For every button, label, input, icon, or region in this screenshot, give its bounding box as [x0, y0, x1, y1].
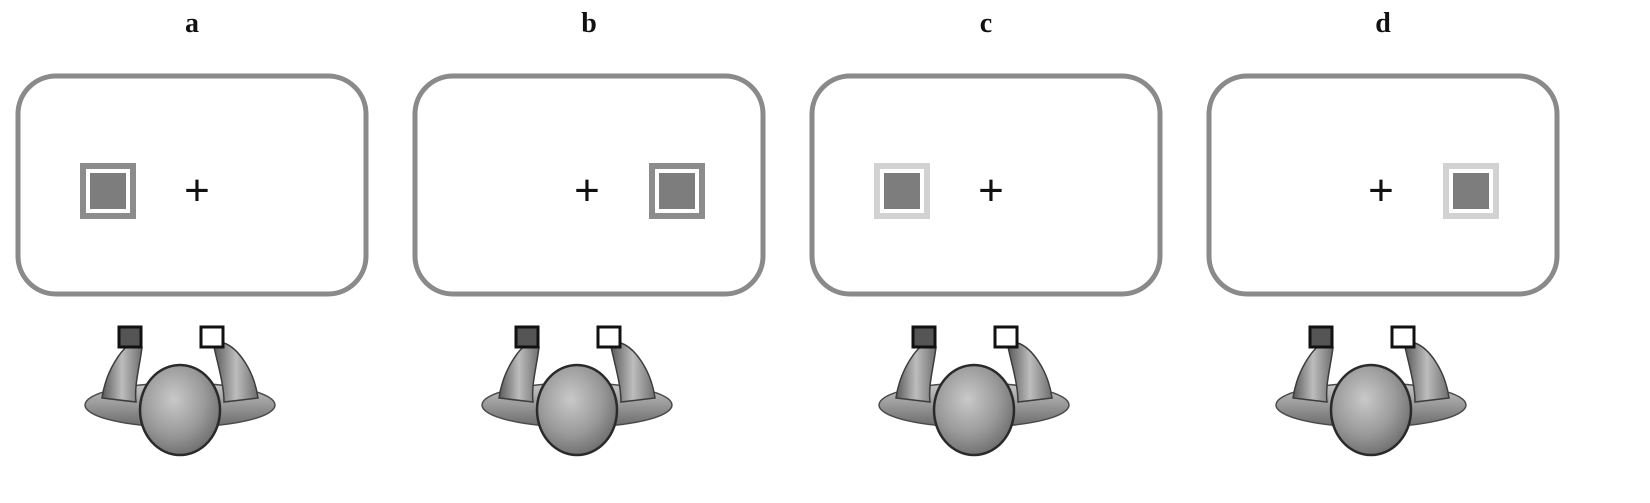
- left-arm: [1292, 342, 1334, 403]
- panel-label: d: [1375, 8, 1391, 39]
- participant-icon: [878, 325, 1070, 457]
- screen: [15, 73, 369, 297]
- head: [932, 363, 1016, 457]
- left-arm: [101, 342, 143, 403]
- left-key: [514, 325, 540, 349]
- stimulus-square: [80, 163, 136, 219]
- panel-c: c+: [809, 8, 1163, 457]
- panel-b: b+: [412, 8, 766, 457]
- screen: [412, 73, 766, 297]
- right-key: [1390, 325, 1416, 349]
- stimulus-fill: [659, 173, 695, 209]
- right-key: [993, 325, 1019, 349]
- panel-label: a: [185, 8, 199, 39]
- panel-d: d+: [1206, 8, 1560, 457]
- panel-a: a+: [15, 8, 369, 457]
- screen: [809, 73, 1163, 297]
- stimulus-square: [649, 163, 705, 219]
- right-key: [596, 325, 622, 349]
- right-key: [199, 325, 225, 349]
- stimulus-square: [874, 163, 930, 219]
- left-key: [117, 325, 143, 349]
- head: [138, 363, 222, 457]
- screen: [1206, 73, 1560, 297]
- participant-icon: [1275, 325, 1467, 457]
- stimulus-fill: [90, 173, 126, 209]
- left-arm: [895, 342, 937, 403]
- head: [1329, 363, 1413, 457]
- head: [535, 363, 619, 457]
- fixation-cross: +: [1368, 166, 1394, 215]
- left-key: [1308, 325, 1334, 349]
- fixation-cross: +: [574, 166, 600, 215]
- fixation-cross: +: [184, 166, 210, 215]
- stimulus-fill: [884, 173, 920, 209]
- panel-label: b: [581, 8, 597, 39]
- panel-label: c: [980, 8, 992, 39]
- stimulus-fill: [1453, 173, 1489, 209]
- stimulus-square: [1443, 163, 1499, 219]
- left-key: [911, 325, 937, 349]
- participant-icon: [84, 325, 276, 457]
- left-arm: [498, 342, 540, 403]
- participant-icon: [481, 325, 673, 457]
- fixation-cross: +: [978, 166, 1004, 215]
